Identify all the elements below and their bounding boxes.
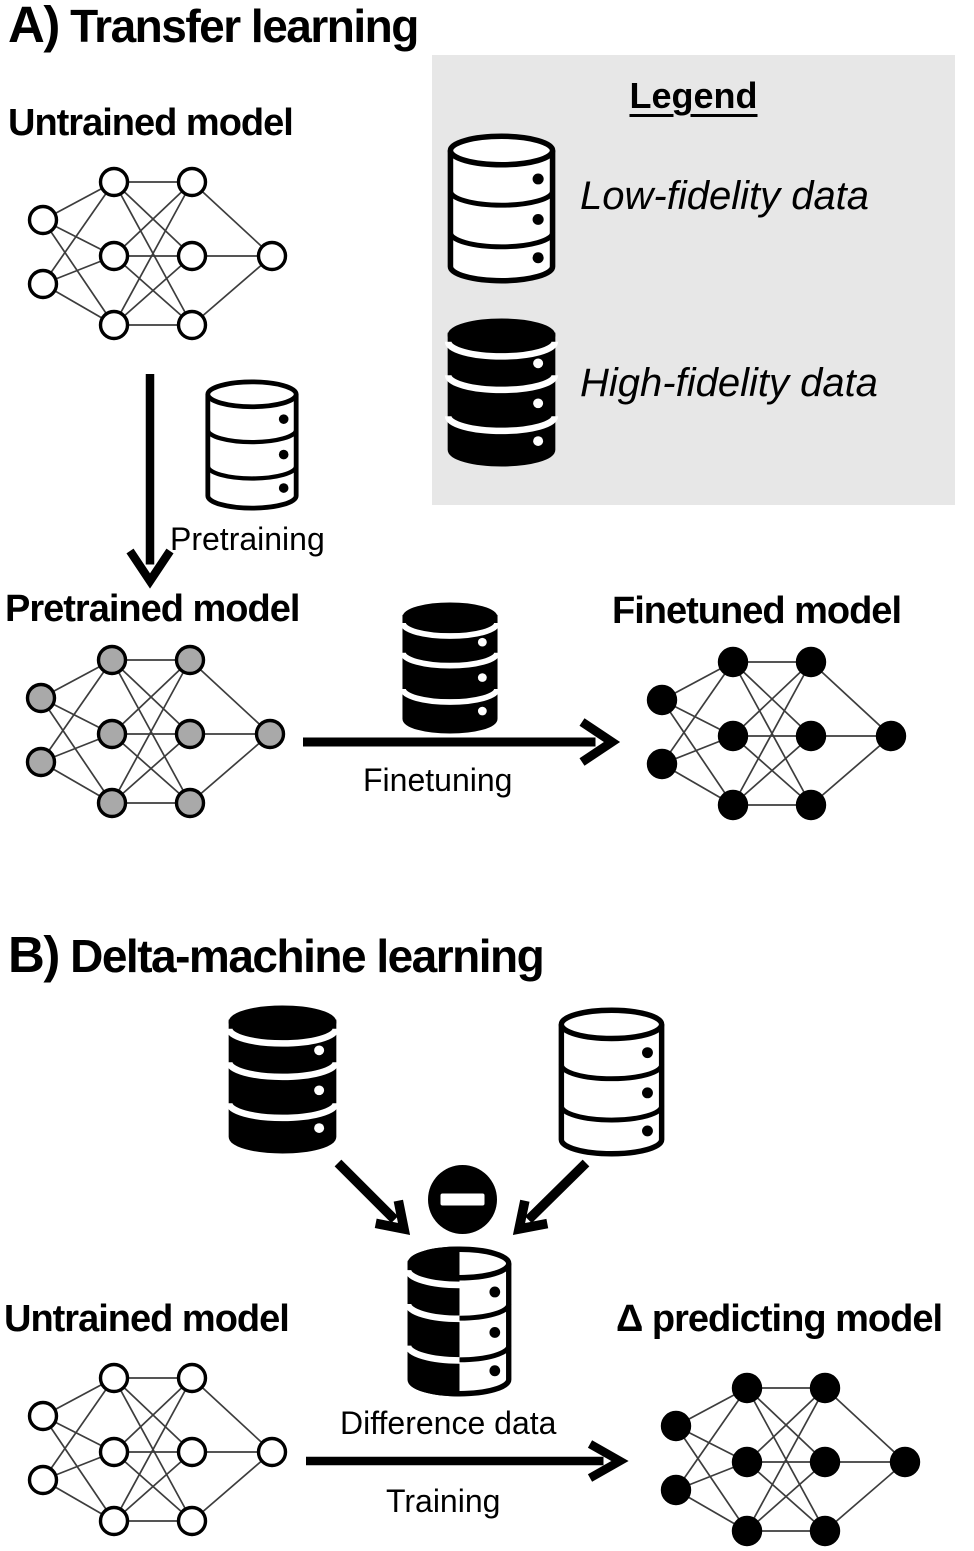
section-a-title: A) Transfer learning: [8, 0, 419, 54]
finetuning-label: Finetuning: [363, 762, 513, 798]
pretraining-database-icon: [204, 379, 300, 511]
difference-data-label: Difference data: [340, 1405, 557, 1441]
b-high-fidelity-database-icon: [225, 1005, 340, 1154]
database-solid-icon: [444, 318, 559, 467]
minus-circle-icon: [428, 1165, 497, 1234]
legend-low-fidelity-label: Low-fidelity data: [580, 174, 870, 218]
pretraining-label: Pretraining: [170, 521, 325, 557]
legend-box: Legend Low-fidelity data High-fidelity d…: [432, 55, 955, 505]
section-a-letter: A): [8, 0, 60, 53]
finetuned-model-heading: Finetuned model: [612, 590, 902, 632]
delta-predicting-model-heading: Δ predicting model: [616, 1298, 943, 1340]
untrained-network-a: [27, 166, 288, 344]
pretrained-network: [25, 644, 286, 822]
untrained-network-b: [27, 1362, 288, 1540]
section-b-letter: B): [8, 926, 60, 983]
difference-database-icon: [404, 1246, 513, 1397]
delta-predicting-network: [660, 1372, 921, 1550]
untrained-model-a-heading: Untrained model: [8, 102, 294, 144]
b-low-fidelity-database-icon: [557, 1007, 666, 1157]
legend-title: Legend: [629, 75, 758, 116]
section-b-title-text: Delta-machine learning: [70, 930, 545, 982]
pretrained-model-heading: Pretrained model: [5, 588, 300, 630]
section-b-title: B) Delta-machine learning: [8, 926, 545, 984]
untrained-model-b-heading: Untrained model: [4, 1298, 290, 1340]
finetuning-database-icon: [400, 602, 500, 734]
training-label: Training: [386, 1483, 501, 1519]
section-a-title-text: Transfer learning: [70, 0, 419, 52]
legend-high-fidelity-label: High-fidelity data: [580, 361, 878, 405]
finetuned-network: [646, 646, 907, 824]
database-outline-icon: [446, 133, 557, 284]
